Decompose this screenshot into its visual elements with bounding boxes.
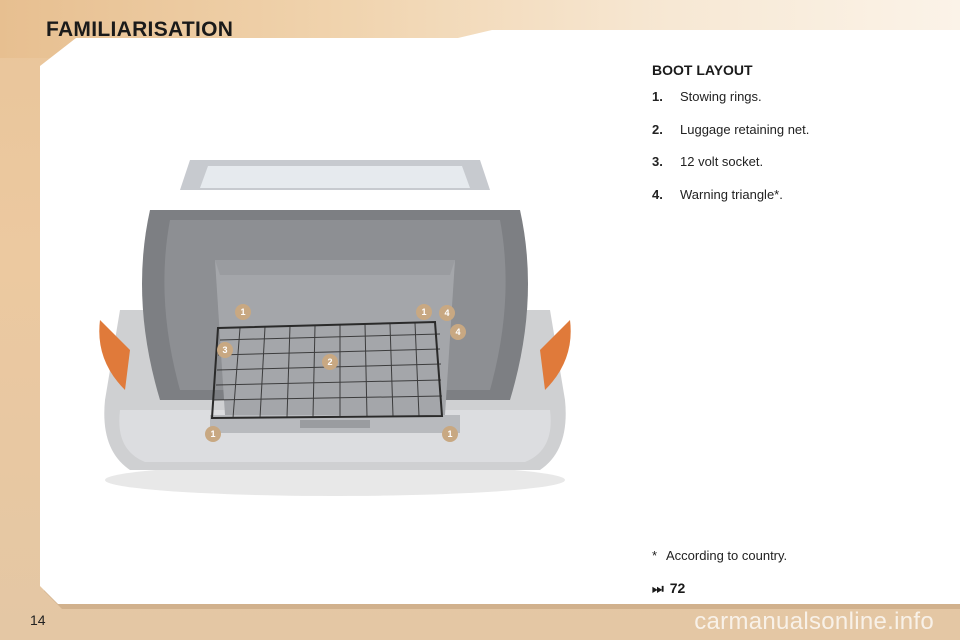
reference-page: 72 [669, 580, 686, 596]
legend-item: 1. Stowing rings. [652, 89, 762, 104]
legend-number: 3. [652, 154, 663, 169]
legend-number: 1. [652, 89, 663, 104]
legend-item: 4. Warning triangle*. [652, 187, 783, 202]
svg-text:1: 1 [421, 307, 426, 317]
marker-1-bottom-left: 1 [205, 426, 221, 442]
footnote-text: According to country. [666, 548, 788, 563]
svg-text:1: 1 [447, 429, 452, 439]
legend-item: 2. Luggage retaining net. [652, 122, 809, 137]
marker-3: 3 [217, 342, 233, 358]
marker-1-bottom-right: 1 [442, 426, 458, 442]
svg-text:1: 1 [240, 307, 245, 317]
marker-1-top-right: 1 [416, 304, 432, 320]
legend-text: Warning triangle*. [680, 187, 783, 202]
page-number: 14 [30, 612, 46, 628]
legend-text: 12 volt socket. [680, 154, 764, 169]
section-title: BOOT LAYOUT [652, 62, 753, 78]
footnote: * According to country. [652, 548, 787, 563]
marker-4-upper: 4 [439, 305, 455, 321]
page-title: FAMILIARISATION [46, 18, 234, 41]
watermark: carmanualsonline.info [694, 608, 934, 635]
marker-2: 2 [322, 354, 338, 370]
legend-number: 2. [652, 122, 663, 137]
legend-text: Luggage retaining net. [680, 122, 810, 137]
legend-text: Stowing rings. [680, 89, 762, 104]
boot-illustration: 1 1 4 4 3 2 1 1 [99, 160, 571, 496]
svg-text:4: 4 [444, 308, 449, 318]
svg-text:1: 1 [210, 429, 215, 439]
marker-4-lower: 4 [450, 324, 466, 340]
double-arrow-icon: ⏭ [652, 581, 664, 596]
legend-number: 4. [652, 187, 663, 202]
svg-text:2: 2 [327, 357, 332, 367]
legend-item: 3. 12 volt socket. [652, 154, 763, 169]
svg-text:4: 4 [455, 327, 460, 337]
svg-text:3: 3 [222, 345, 227, 355]
marker-1-top-left: 1 [235, 304, 251, 320]
footnote-star: * [652, 548, 658, 563]
page-reference[interactable]: ⏭ 72 [652, 580, 685, 597]
